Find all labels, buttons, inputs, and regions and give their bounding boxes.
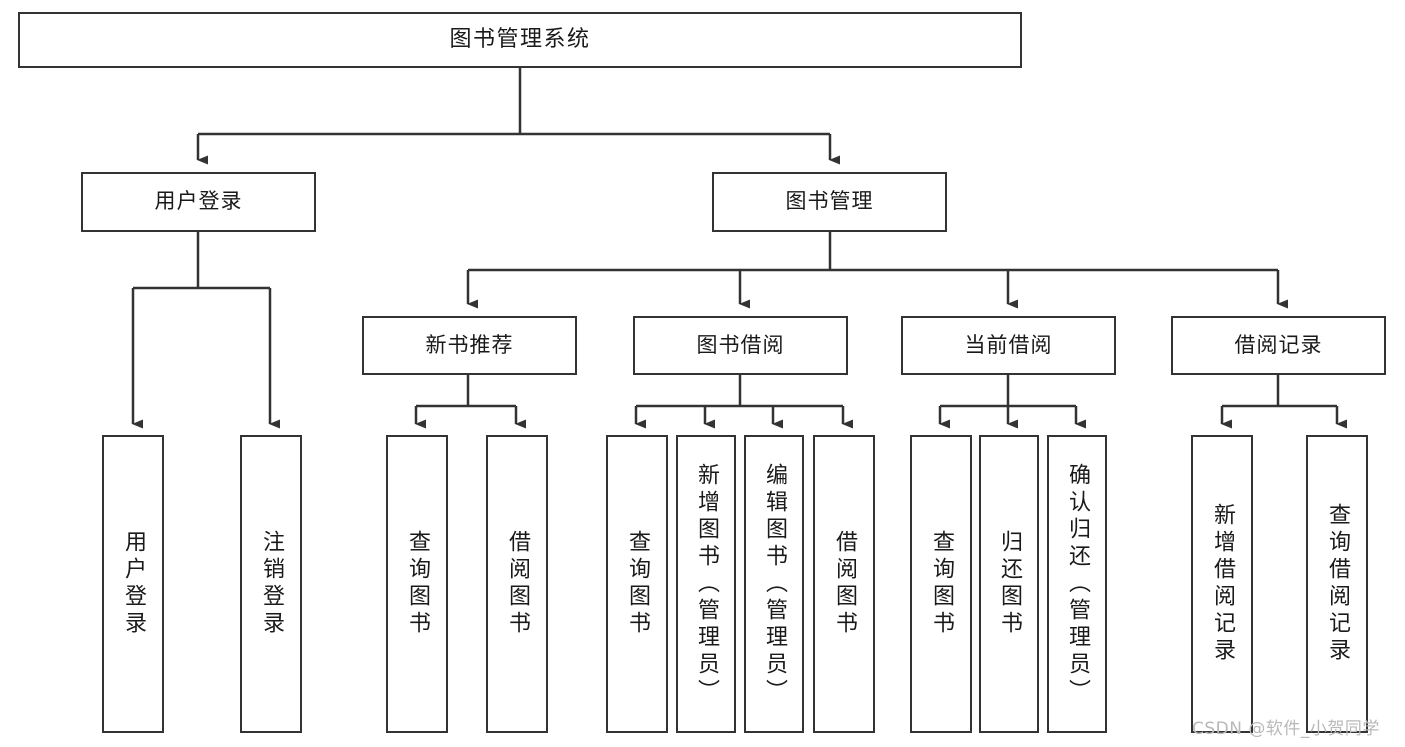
node-label: 借阅图书: [505, 530, 530, 638]
node-label: 新增图书（管理员）: [694, 462, 719, 706]
node-label: 借阅记录: [1234, 332, 1323, 357]
node-label: 借阅图书: [832, 530, 857, 638]
node-label: 查询图书: [405, 530, 430, 638]
node-borrow-record[interactable]: 借阅记录: [1171, 316, 1386, 375]
node-label: 当前借阅: [964, 332, 1053, 357]
node-book-management[interactable]: 图书管理: [712, 172, 947, 232]
node-label: 归还图书: [997, 530, 1022, 638]
leaf-borrow-edit-book-admin[interactable]: 编辑图书（管理员）: [744, 435, 804, 733]
node-label: 查询图书: [929, 530, 954, 638]
leaf-borrow-query-book[interactable]: 查询图书: [606, 435, 668, 733]
node-label: 用户登录: [121, 530, 146, 638]
leaf-user-login-logout[interactable]: 注销登录: [240, 435, 302, 733]
leaf-new-book-query[interactable]: 查询图书: [386, 435, 448, 733]
node-label: 图书管理: [785, 189, 874, 214]
leaf-current-query-book[interactable]: 查询图书: [910, 435, 972, 733]
node-root-book-management-system[interactable]: 图书管理系统: [18, 12, 1022, 68]
node-label: 编辑图书（管理员）: [762, 462, 787, 706]
node-label: 新增借阅记录: [1210, 503, 1235, 665]
node-book-borrow[interactable]: 图书借阅: [633, 316, 848, 375]
node-label: 用户登录: [154, 189, 243, 214]
node-new-book-recommend[interactable]: 新书推荐: [362, 316, 577, 375]
leaf-new-book-borrow[interactable]: 借阅图书: [486, 435, 548, 733]
node-user-login[interactable]: 用户登录: [81, 172, 316, 232]
leaf-user-login-login[interactable]: 用户登录: [102, 435, 164, 733]
node-label: 确认归还（管理员）: [1065, 462, 1090, 706]
node-current-borrow[interactable]: 当前借阅: [901, 316, 1116, 375]
node-label: 查询图书: [625, 530, 650, 638]
csdn-watermark: CSDN @软件_小贺同学: [1192, 719, 1380, 739]
leaf-borrow-add-book-admin[interactable]: 新增图书（管理员）: [676, 435, 736, 733]
node-label: 图书管理系统: [449, 26, 591, 52]
node-label: 图书借阅: [696, 332, 785, 357]
leaf-current-confirm-return-admin[interactable]: 确认归还（管理员）: [1047, 435, 1107, 733]
leaf-record-query-record[interactable]: 查询借阅记录: [1306, 435, 1368, 733]
node-label: 新书推荐: [425, 332, 514, 357]
leaf-borrow-borrow-book[interactable]: 借阅图书: [813, 435, 875, 733]
node-label: 查询借阅记录: [1325, 503, 1350, 665]
leaf-current-return-book[interactable]: 归还图书: [979, 435, 1039, 733]
leaf-record-add-record[interactable]: 新增借阅记录: [1191, 435, 1253, 733]
node-label: 注销登录: [259, 530, 284, 638]
